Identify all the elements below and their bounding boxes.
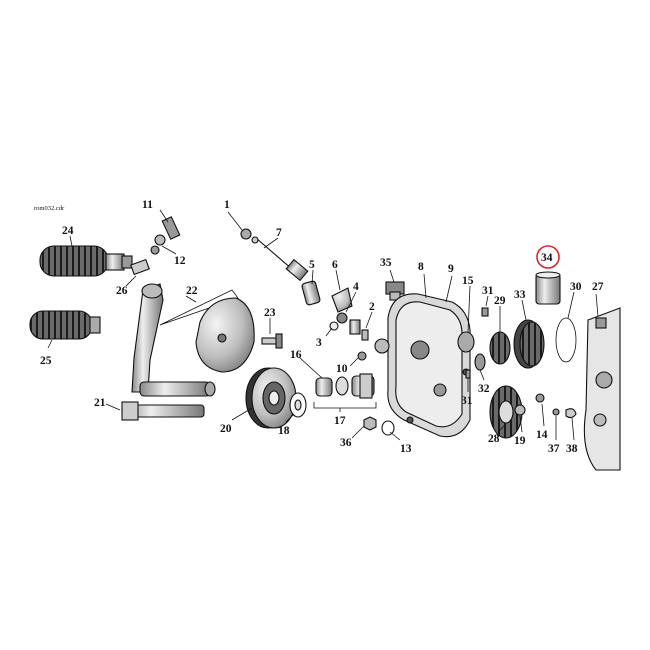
engine-case (583, 307, 621, 471)
label-23: 23 (264, 307, 276, 319)
sprocket-28 (489, 385, 523, 439)
label-24: 24 (62, 225, 74, 237)
label-9: 9 (448, 263, 454, 275)
label-36: 36 (340, 437, 352, 449)
label-14: 14 (536, 429, 548, 441)
screw-37 (552, 408, 560, 416)
label-31b: 31 (461, 395, 473, 407)
highlight-circle (536, 245, 560, 269)
nut-1 (240, 228, 252, 240)
label-1: 1 (224, 199, 230, 211)
label-29: 29 (494, 295, 506, 307)
part-number-labels: 24 25 11 12 26 22 21 20 18 23 1 7 5 6 4 … (40, 199, 604, 455)
hardware-11-12-26 (130, 216, 181, 276)
label-34: 34 (541, 252, 553, 264)
label-26: 26 (116, 285, 128, 297)
label-4: 4 (353, 281, 359, 293)
label-8: 8 (418, 261, 424, 273)
washer-13 (381, 420, 395, 436)
label-6: 6 (332, 259, 338, 271)
plug-10 (357, 351, 367, 361)
label-7: 7 (276, 227, 282, 239)
footpeg-lower (29, 310, 101, 340)
label-5: 5 (309, 259, 315, 271)
label-21: 21 (94, 397, 106, 409)
nut-36 (363, 416, 377, 431)
label-16: 16 (290, 349, 302, 361)
transmission-cover (374, 293, 471, 438)
label-33: 33 (514, 289, 526, 301)
label-17: 17 (334, 415, 346, 427)
bushings-16-17 (313, 373, 377, 409)
spring-2 (361, 329, 369, 341)
gears-29-33-32 (474, 319, 545, 371)
label-10: 10 (336, 363, 348, 375)
kick-shaft (121, 401, 205, 421)
pin-31b (465, 369, 471, 379)
label-19: 19 (514, 435, 526, 447)
kick-gear-drum (245, 367, 297, 429)
ring-30 (555, 317, 577, 363)
bearing-15 (457, 331, 475, 353)
label-32: 32 (478, 383, 490, 395)
label-13: 13 (400, 443, 412, 455)
pin-31a (481, 307, 489, 317)
washer-19 (514, 404, 526, 416)
label-31a: 31 (482, 285, 494, 297)
label-11: 11 (142, 199, 153, 211)
file-label: rom032.cdr (34, 205, 65, 212)
label-25: 25 (40, 355, 52, 367)
lever-6 (331, 287, 353, 313)
kick-lever (131, 283, 216, 397)
shifter-shaft-7 (255, 237, 309, 282)
roller (349, 319, 361, 335)
label-2: 2 (369, 301, 375, 313)
label-27: 27 (592, 281, 604, 293)
bushing-5 (301, 280, 321, 306)
label-18: 18 (278, 425, 290, 437)
footpeg-upper (39, 245, 133, 277)
label-3: 3 (316, 337, 322, 349)
label-20: 20 (220, 423, 232, 435)
label-12: 12 (174, 255, 186, 267)
leader-lines (47, 209, 599, 441)
label-37: 37 (548, 443, 560, 455)
pin-4 (336, 312, 348, 324)
label-15: 15 (462, 275, 474, 287)
nut-14 (535, 393, 545, 403)
label-35: 35 (380, 257, 392, 269)
label-30: 30 (570, 281, 582, 293)
kick-cover (159, 289, 255, 373)
plug-35 (385, 281, 405, 301)
clip-38 (565, 408, 577, 419)
label-38: 38 (566, 443, 578, 455)
label-28: 28 (488, 433, 500, 445)
label-22: 22 (186, 285, 198, 297)
bolt-23 (261, 333, 283, 349)
